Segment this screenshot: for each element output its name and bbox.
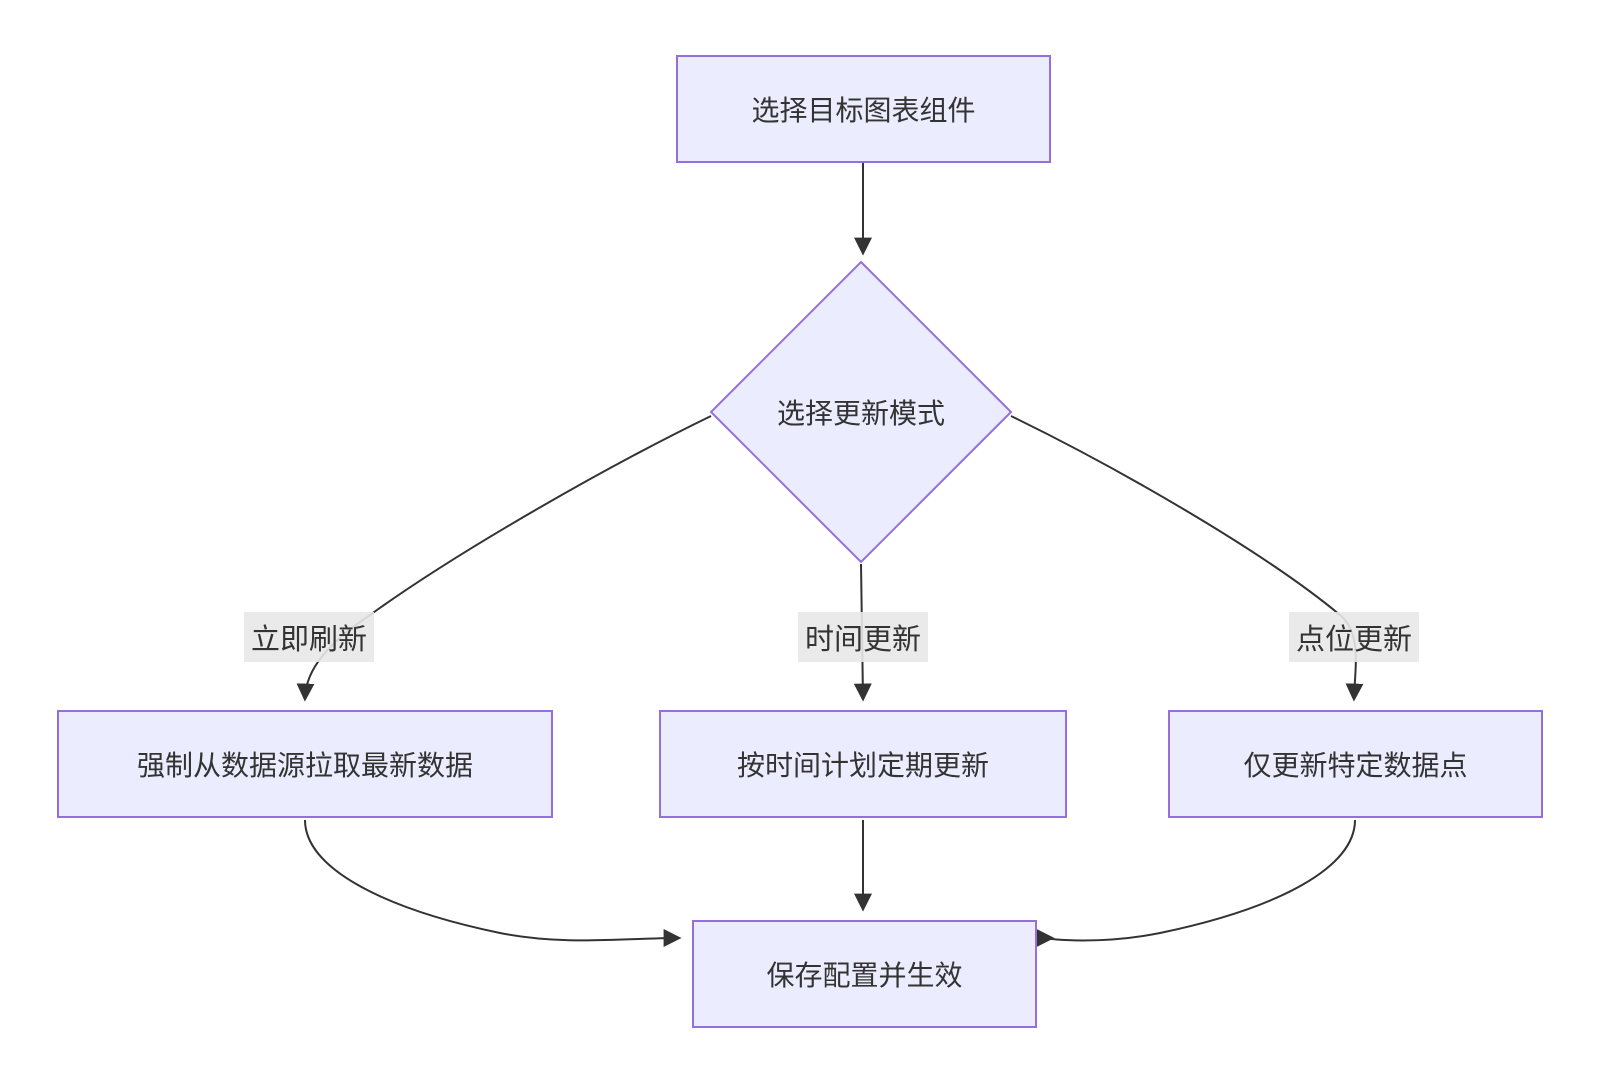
decision-diamond-shape: [709, 260, 1013, 564]
edge-label-immediate-refresh-text: 立即刷新: [250, 624, 368, 656]
node-select-chart-component-label: 选择目标图表组件: [751, 95, 976, 126]
node-specific-points-update-label: 仅更新特定数据点: [1243, 750, 1468, 781]
node-force-pull-latest: 强制从数据源拉取最新数据: [57, 710, 553, 818]
node-scheduled-update-label: 按时间计划定期更新: [736, 750, 989, 781]
edge-label-immediate-refresh: 立即刷新: [243, 612, 375, 662]
node-select-chart-component: 选择目标图表组件: [676, 55, 1051, 163]
edge-label-time-update: 时间更新: [797, 612, 929, 662]
edge-label-time-update-text: 时间更新: [804, 624, 922, 656]
node-save-config-label: 保存配置并生效: [766, 960, 963, 991]
node-specific-points-update: 仅更新特定数据点: [1168, 710, 1543, 818]
edge-label-point-update: 点位更新: [1288, 612, 1420, 662]
edge-point-update-to-save: [1036, 819, 1356, 948]
node-force-pull-latest-label: 强制从数据源拉取最新数据: [136, 750, 473, 781]
decision-update-mode-label: 选择更新模式: [776, 398, 946, 429]
edge-force-pull-to-save: [304, 819, 682, 948]
node-scheduled-update: 按时间计划定期更新: [659, 710, 1067, 818]
node-save-config: 保存配置并生效: [692, 920, 1037, 1028]
decision-update-mode: 选择更新模式: [777, 392, 945, 432]
edge-label-point-update-text: 点位更新: [1295, 624, 1413, 656]
